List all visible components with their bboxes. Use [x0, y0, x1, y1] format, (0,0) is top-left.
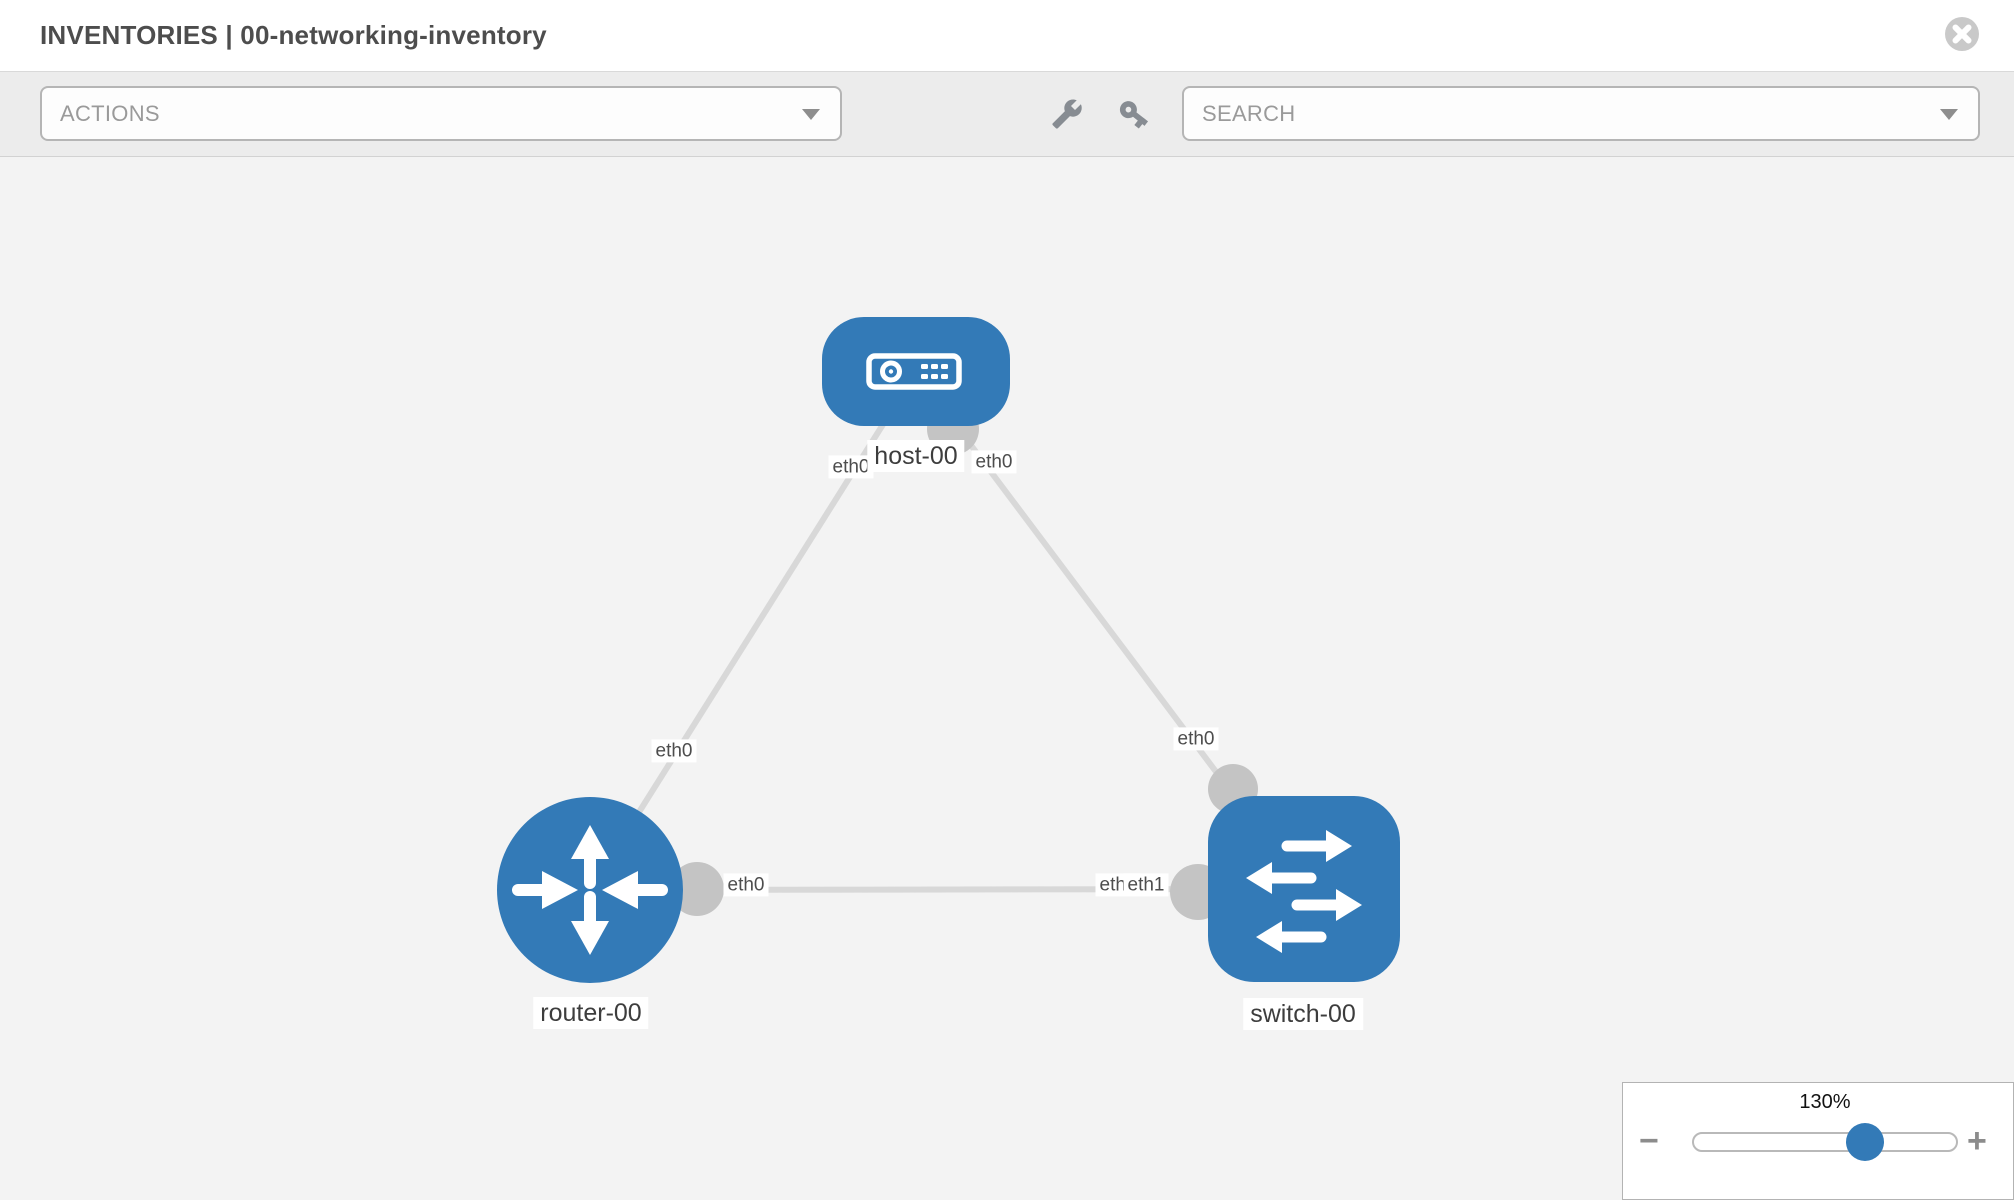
- wrench-icon[interactable]: [1051, 98, 1083, 135]
- interface-label: eth0: [651, 739, 697, 763]
- zoom-in-button[interactable]: +: [1967, 1122, 1987, 1160]
- chevron-down-icon: [802, 108, 820, 120]
- search-dropdown[interactable]: SEARCH: [1182, 86, 1980, 141]
- node-label: host-00: [867, 440, 965, 472]
- close-icon: [1945, 17, 1979, 51]
- toolbar: ACTIONS SEARCH: [0, 72, 2014, 157]
- zoom-panel: 130% − +: [1622, 1082, 2014, 1200]
- actions-dropdown[interactable]: ACTIONS: [40, 86, 842, 141]
- zoom-slider-thumb[interactable]: [1846, 1123, 1884, 1161]
- interface-label: eth0: [1173, 727, 1219, 751]
- node-label: switch-00: [1243, 998, 1363, 1030]
- router-arrows-icon: [512, 825, 668, 955]
- zoom-out-button[interactable]: −: [1639, 1122, 1659, 1160]
- interface-label: eth1: [1123, 873, 1169, 897]
- interface-dot: [670, 862, 724, 916]
- topology-canvas[interactable]: eth0 eth0 host-00 eth0 eth0 eth0 eth0 et…: [0, 157, 2014, 1200]
- node-switch[interactable]: [1208, 796, 1400, 982]
- interface-label: eth0: [723, 873, 769, 897]
- zoom-slider[interactable]: [1692, 1123, 1958, 1161]
- server-icon: [866, 353, 962, 390]
- header: INVENTORIES | 00-networking-inventory: [0, 0, 2014, 72]
- topology-graph: [497, 317, 1400, 983]
- page-title: INVENTORIES | 00-networking-inventory: [40, 20, 547, 50]
- node-host[interactable]: [822, 317, 1010, 426]
- key-icon[interactable]: [1117, 97, 1151, 136]
- node-router[interactable]: [497, 797, 683, 983]
- chevron-down-icon: [1940, 108, 1958, 120]
- search-dropdown-label: SEARCH: [1202, 100, 1296, 126]
- node-label: router-00: [533, 997, 649, 1029]
- close-button[interactable]: [1944, 16, 1980, 52]
- interface-dots: [670, 403, 1258, 920]
- interface-label: eth0: [828, 455, 874, 479]
- switch-arrows-icon: [1246, 830, 1362, 953]
- actions-dropdown-label: ACTIONS: [60, 100, 160, 126]
- interface-label: eth0: [971, 450, 1017, 474]
- zoom-level: 130%: [1799, 1091, 1851, 1113]
